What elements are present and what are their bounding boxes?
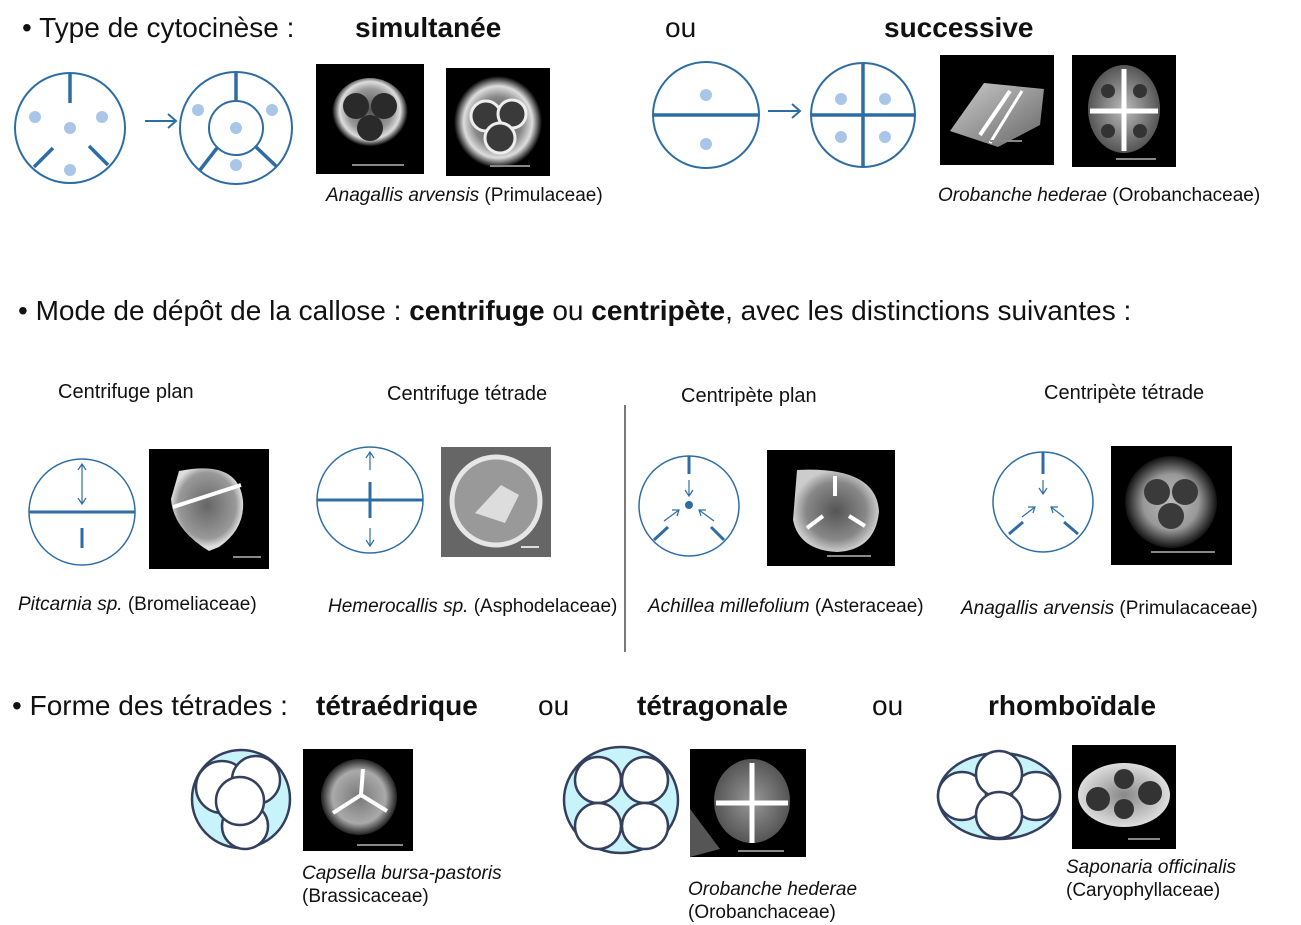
caption-achillea: Achillea millefolium (Asteraceae) bbox=[648, 596, 924, 619]
micrograph-orobanche-2 bbox=[1072, 55, 1176, 167]
caption-anagallis-2: Anagallis arvensis (Primulacaceae) bbox=[961, 598, 1258, 621]
micrograph-capsella bbox=[303, 749, 413, 851]
type-title: Centripète plan bbox=[681, 385, 817, 407]
family-name: (Orobanchaceae) bbox=[688, 901, 836, 923]
row2-suffix: , avec les distinctions suivantes : bbox=[725, 295, 1132, 326]
or-label: ou bbox=[538, 690, 570, 721]
caption-hemerocallis: Hemerocallis sp. (Asphodelaceae) bbox=[328, 596, 617, 619]
species-name: Anagallis arvensis bbox=[326, 185, 480, 206]
row1-heading: • Type de cytocinèse : bbox=[22, 14, 294, 42]
or-label: ou bbox=[872, 690, 904, 721]
caption-anagallis: Anagallis arvensis (Primulaceae) bbox=[326, 185, 603, 208]
row3-prefix: Forme des tétrades : bbox=[29, 690, 288, 721]
species-name: Capsella bursa-pastoris bbox=[302, 863, 502, 884]
family-name: (Orobanchaceae) bbox=[1112, 185, 1261, 206]
row1-prefix: Type de cytocinèse : bbox=[39, 12, 295, 43]
micrograph-anagallis-3 bbox=[1111, 446, 1232, 565]
family-name: (Primulaceae) bbox=[484, 185, 603, 206]
row2-heading: • Mode de dépôt de la callose : centrifu… bbox=[18, 297, 1131, 325]
family-name: (Brassicaceae) bbox=[302, 885, 429, 907]
bullet: • bbox=[22, 12, 32, 43]
type-title: Centrifuge plan bbox=[58, 381, 194, 403]
family-name: (Caryophyllaceae) bbox=[1066, 879, 1221, 901]
species-name: Hemerocallis sp. bbox=[328, 596, 469, 617]
type-title: Centrifuge tétrade bbox=[387, 383, 548, 405]
row3-heading: • Forme des tétrades : bbox=[12, 692, 288, 720]
species-name: Pitcarnia sp. bbox=[18, 594, 123, 615]
centripetal-label: centripète bbox=[591, 295, 726, 326]
family-name: (Primulacaceae) bbox=[1119, 598, 1258, 619]
species-name: Orobanche hederae bbox=[688, 879, 858, 900]
row2-prefix: Mode de dépôt de la callose : bbox=[35, 295, 402, 326]
caption-orobanche: Orobanche hederae (Orobanchaceae) bbox=[938, 185, 1260, 208]
micrograph-anagallis-1 bbox=[316, 64, 424, 174]
family-name: (Asphodelaceae) bbox=[473, 596, 618, 617]
centrifugal-label: centrifuge bbox=[409, 295, 545, 326]
caption-pitcarnia: Pitcarnia sp. (Bromeliaceae) bbox=[18, 594, 257, 617]
or-label: ou bbox=[552, 295, 584, 326]
micrograph-pitcarnia bbox=[149, 449, 269, 569]
micrograph-anagallis-2 bbox=[446, 68, 550, 176]
caption-saponaria: Saponaria officinalis (Caryophyllaceae) bbox=[1066, 857, 1236, 903]
micrograph-saponaria bbox=[1072, 745, 1176, 849]
bullet: • bbox=[18, 295, 28, 326]
micrograph-orobanche-3 bbox=[690, 749, 806, 857]
micrograph-orobanche-1 bbox=[940, 55, 1054, 165]
caption-orobanche-2: Orobanche hederae (Orobanchaceae) bbox=[688, 879, 857, 925]
species-name: Orobanche hederae bbox=[938, 185, 1108, 206]
species-name: Anagallis arvensis bbox=[961, 598, 1115, 619]
bullet: • bbox=[12, 690, 22, 721]
family-name: (Asteraceae) bbox=[814, 596, 924, 617]
micrograph-achillea bbox=[767, 450, 895, 566]
simultaneous-label: simultanée bbox=[355, 12, 502, 43]
species-name: Saponaria officinalis bbox=[1066, 857, 1237, 878]
tetrahedral-label: tétraédrique bbox=[316, 690, 478, 721]
caption-capsella: Capsella bursa-pastoris (Brassicaceae) bbox=[302, 863, 502, 909]
rhomboidal-label: rhomboïdale bbox=[988, 690, 1157, 721]
micrograph-hemerocallis bbox=[441, 447, 551, 557]
family-name: (Bromeliaceae) bbox=[127, 594, 257, 615]
species-name: Achillea millefolium bbox=[648, 596, 810, 617]
tetragonal-label: tétragonale bbox=[637, 690, 788, 721]
successive-label: successive bbox=[884, 12, 1034, 43]
or-label: ou bbox=[665, 12, 697, 43]
type-title: Centripète tétrade bbox=[1044, 382, 1205, 404]
